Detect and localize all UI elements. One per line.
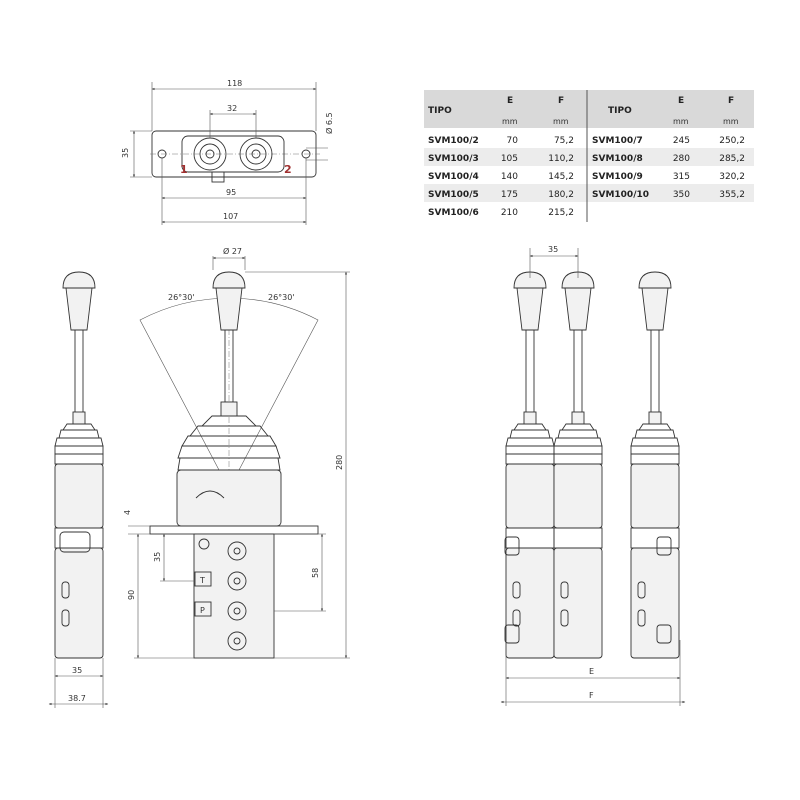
dim-diam-27: Ø 27 [223, 246, 242, 256]
port-p-label: P [200, 606, 205, 615]
svg-text:SVM100/8: SVM100/8 [592, 154, 643, 164]
table-header-f: F [558, 96, 564, 106]
valve-body-lower [193, 533, 275, 659]
svg-text:SVM100/6: SVM100/6 [428, 208, 479, 218]
brand-logo-icon [195, 490, 225, 499]
dim-95: 95 [226, 188, 236, 197]
dimensions-table: TIPO E mm F mm TIPO E mm F mm SVM100/2 7… [424, 90, 754, 222]
dim-118: 118 [227, 79, 242, 88]
svg-text:350: 350 [673, 190, 690, 200]
dim-4: 4 [123, 510, 132, 515]
front-view: 26°30' 26°30' T P Ø 27 280 [123, 246, 350, 659]
svg-text:SVM100/10: SVM100/10 [592, 190, 649, 200]
table-header-tipo: TIPO [428, 106, 452, 116]
dim-hole-6-5: Ø 6.5 [324, 112, 334, 134]
svg-text:SVM100/4: SVM100/4 [428, 172, 479, 182]
svg-text:250,2: 250,2 [719, 136, 745, 146]
svg-text:70: 70 [507, 136, 519, 146]
angle-left-label: 26°30' [168, 293, 195, 302]
svg-text:SVM100/2: SVM100/2 [428, 136, 479, 146]
dim-f: F [589, 691, 594, 700]
dim-35-top: 35 [121, 148, 130, 158]
svg-text:280: 280 [673, 154, 690, 164]
table-header-e-2: E [678, 96, 684, 106]
svg-text:140: 140 [501, 172, 518, 182]
assembly-view: 35 E F [500, 245, 686, 706]
svg-text:145,2: 145,2 [548, 172, 574, 182]
valve-body-upper [176, 469, 282, 527]
dim-107: 107 [223, 212, 238, 221]
dim-35-assembly: 35 [548, 245, 558, 254]
table-unit-f-2: mm [723, 117, 739, 126]
dim-280: 280 [335, 455, 344, 470]
table-row: SVM100/3 105 110,2 SVM100/8 280 285,2 [428, 154, 745, 164]
port-2-fitting [239, 137, 273, 171]
svg-text:110,2: 110,2 [548, 154, 574, 164]
svg-text:245: 245 [673, 136, 690, 146]
svg-text:SVM100/3: SVM100/3 [428, 154, 479, 164]
svg-text:180,2: 180,2 [548, 190, 574, 200]
dim-32: 32 [227, 104, 237, 113]
table-unit-e-2: mm [673, 117, 689, 126]
table-header-e: E [507, 96, 513, 106]
dim-58: 58 [311, 568, 320, 578]
dim-e: E [589, 667, 594, 676]
table-unit-f: mm [553, 117, 569, 126]
svg-text:SVM100/7: SVM100/7 [592, 136, 643, 146]
table-header-f-2: F [728, 96, 734, 106]
svg-text:215,2: 215,2 [548, 208, 574, 218]
table-row: SVM100/5 175 180,2 SVM100/10 350 355,2 [428, 190, 745, 200]
angle-right-label: 26°30' [268, 293, 295, 302]
top-view: 1 2 118 32 35 Ø 6.5 95 107 [121, 79, 334, 225]
svg-text:175: 175 [501, 190, 518, 200]
table-row: SVM100/2 70 75,2 SVM100/7 245 250,2 [428, 136, 745, 146]
svg-text:105: 105 [501, 154, 518, 164]
dim-35-front: 35 [153, 552, 162, 562]
svg-text:210: 210 [501, 208, 518, 218]
svg-text:75,2: 75,2 [554, 136, 574, 146]
table-header-tipo-2: TIPO [608, 106, 632, 116]
table-row: SVM100/4 140 145,2 SVM100/9 315 320,2 [428, 172, 745, 182]
svg-text:320,2: 320,2 [719, 172, 745, 182]
port-t-label: T [199, 576, 205, 585]
table-unit-e: mm [502, 117, 518, 126]
svg-text:285,2: 285,2 [719, 154, 745, 164]
svg-text:SVM100/5: SVM100/5 [428, 190, 479, 200]
side-view: 35 38.7 [48, 271, 109, 708]
dim-38-7: 38.7 [68, 694, 86, 703]
dim-90: 90 [127, 590, 136, 600]
table-row: SVM100/6 210 215,2 [428, 208, 574, 218]
svg-text:SVM100/9: SVM100/9 [592, 172, 643, 182]
svg-text:355,2: 355,2 [719, 190, 745, 200]
port-2-label: 2 [284, 163, 292, 176]
svg-text:315: 315 [673, 172, 690, 182]
dim-35-side: 35 [72, 666, 82, 675]
port-1-label: 1 [180, 163, 188, 176]
